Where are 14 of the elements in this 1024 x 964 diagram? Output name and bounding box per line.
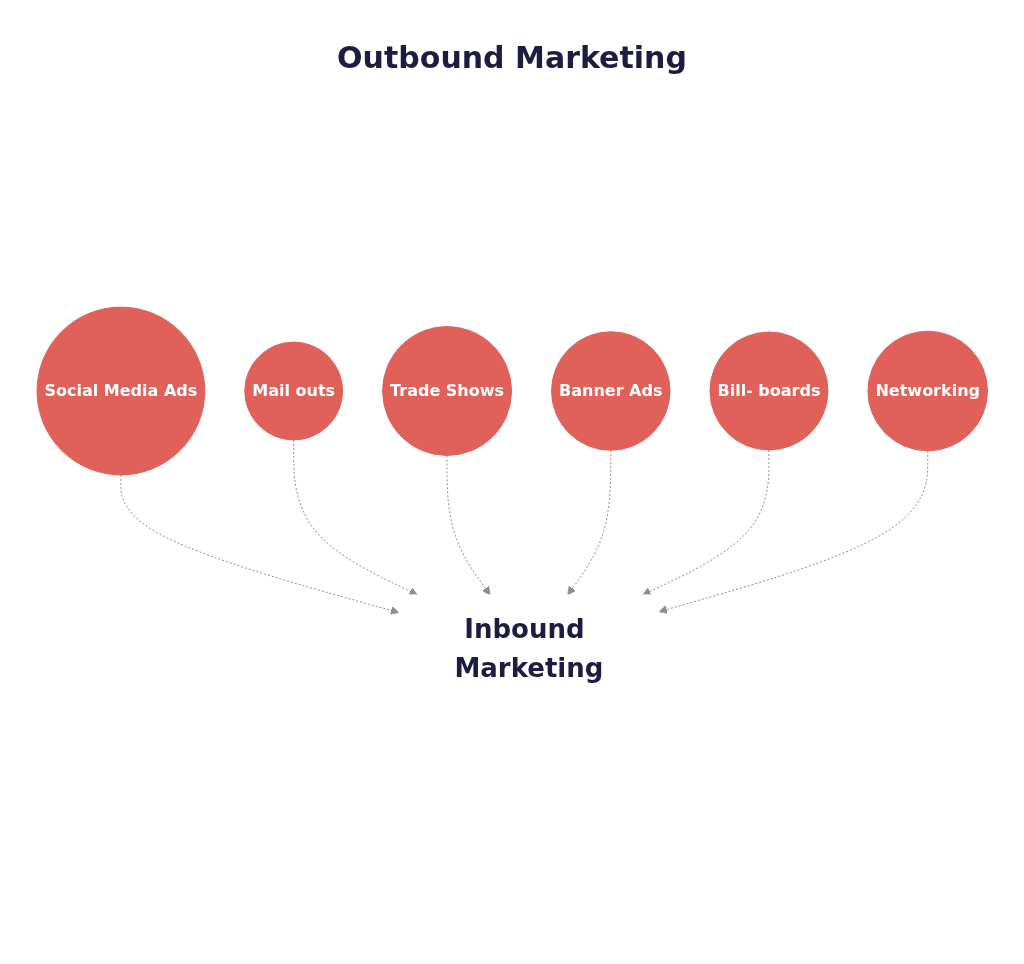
arrow <box>567 449 611 596</box>
node-circle: Banner Ads <box>550 331 671 451</box>
arrow <box>292 439 418 596</box>
arrow <box>446 454 491 596</box>
node-circle: Mail outs <box>244 341 343 441</box>
node-circle: Social Media Ads <box>36 306 206 476</box>
arrow <box>120 474 400 615</box>
node-circle: Networking <box>867 330 988 452</box>
arrow <box>658 450 928 614</box>
diagram-title: Outbound Marketing <box>336 40 688 75</box>
node-circle: Trade Shows <box>381 326 512 456</box>
node-circle: Bill- boards <box>709 331 829 451</box>
arrow <box>641 449 770 596</box>
node-text: Inbound Marketing <box>454 613 604 683</box>
